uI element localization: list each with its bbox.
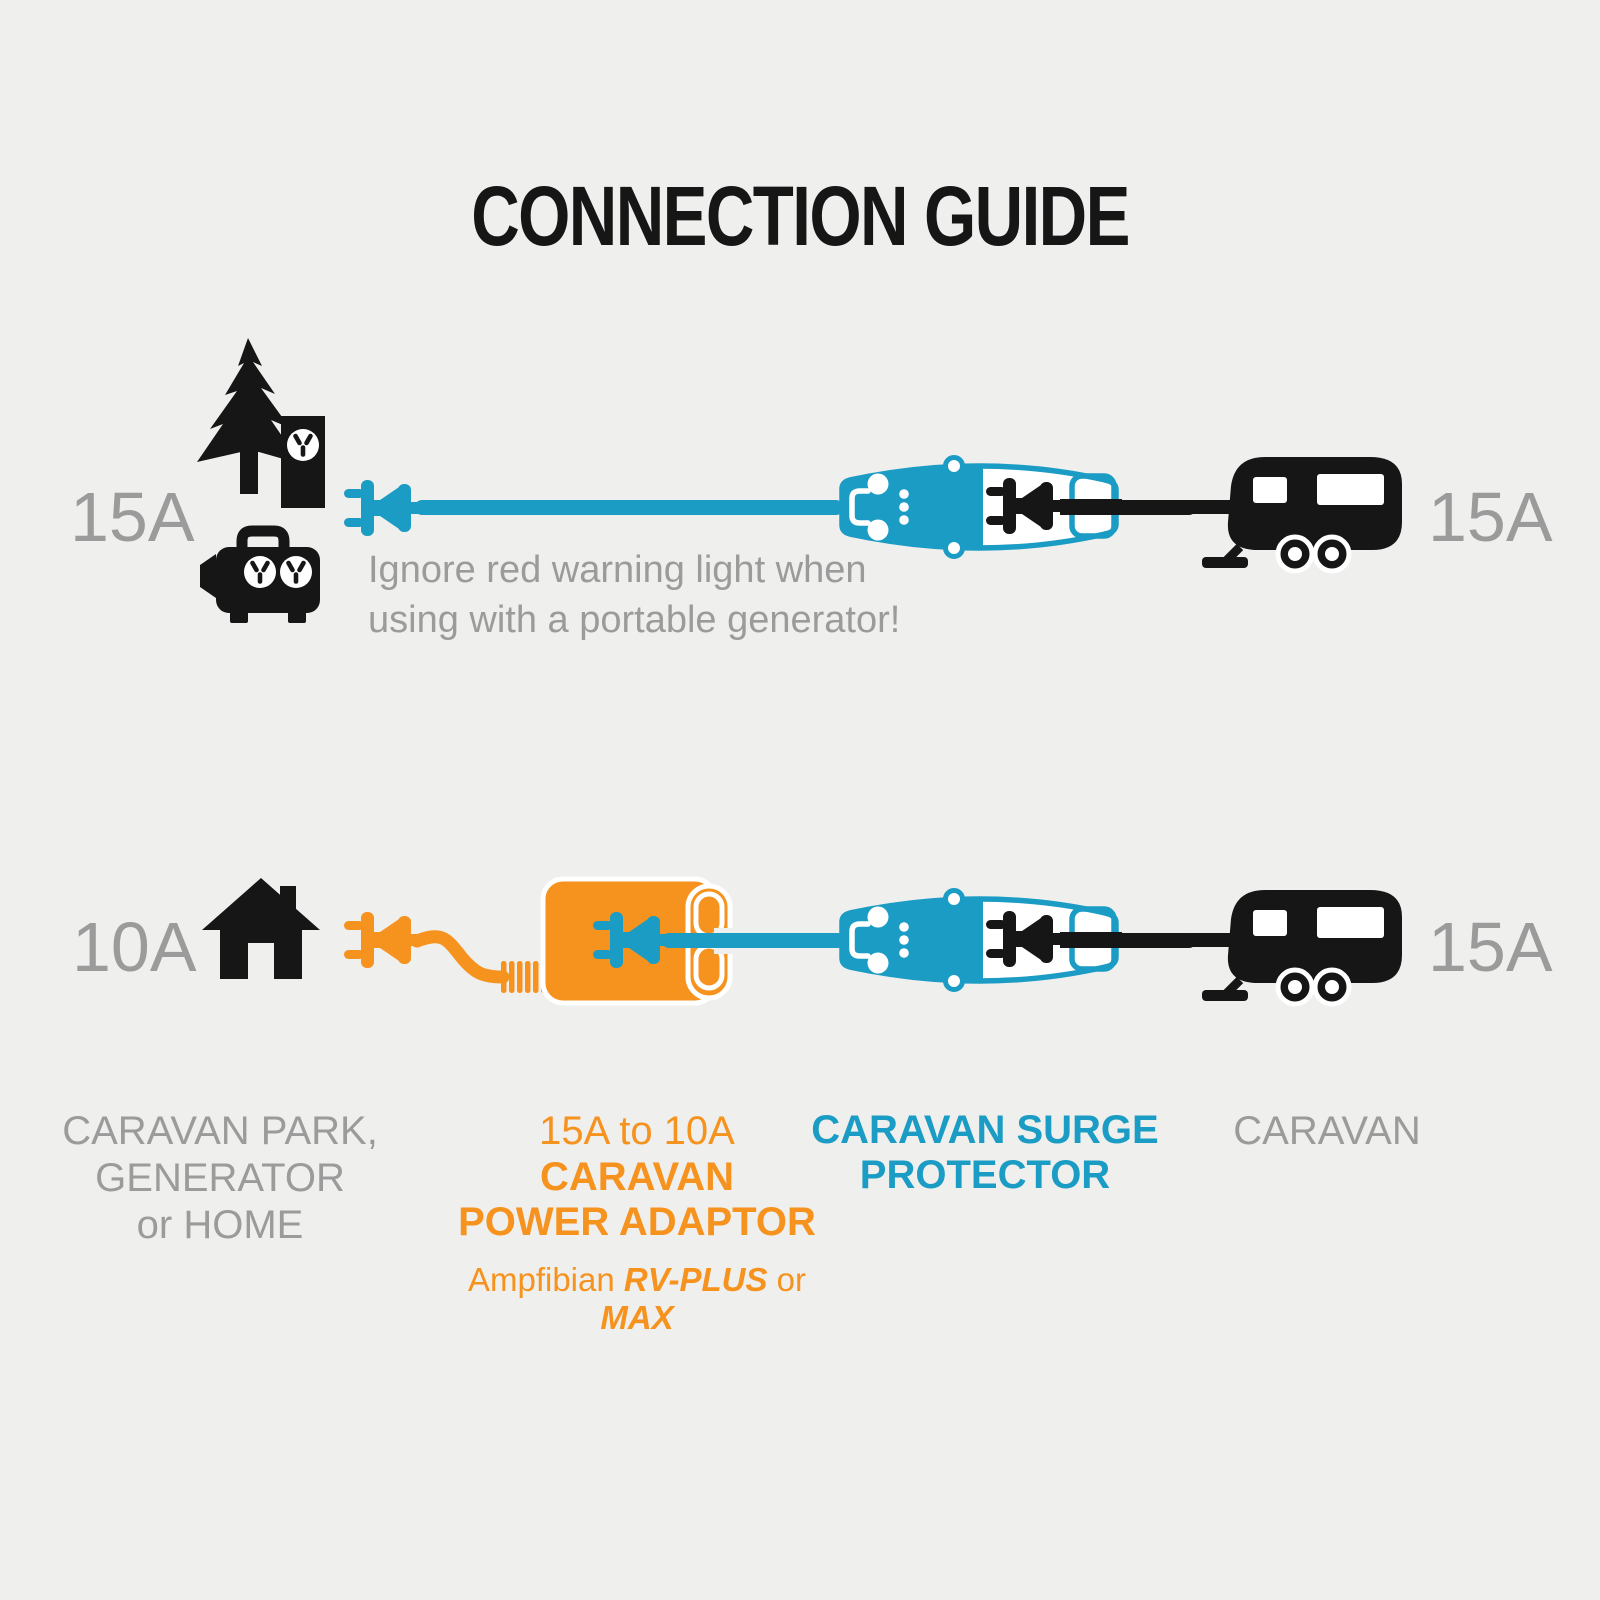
legend-adaptor-line2: CARAVAN	[539, 1155, 735, 1200]
note-line-1: Ignore red warning light when	[368, 549, 867, 591]
pine-tree-icon	[197, 338, 301, 494]
legend-surge-protector: CARAVAN SURGE PROTECTOR	[785, 1108, 1185, 1198]
legend-adaptor-line3: POWER ADAPTOR	[458, 1199, 816, 1244]
house-icon	[202, 878, 320, 979]
caravan-icon	[1190, 450, 1405, 575]
power-cable	[415, 500, 843, 515]
brand-or: or	[767, 1260, 807, 1298]
caravan-surge-protector-icon	[836, 461, 1122, 553]
row1-source-rating: 15A	[70, 478, 195, 556]
legend-source-line3: or HOME	[136, 1203, 304, 1248]
power-plug-icon	[344, 480, 420, 536]
caravan-surge-protector-icon	[836, 894, 1122, 986]
power-cable	[1114, 500, 1196, 515]
brand-model-max: MAX	[600, 1298, 674, 1336]
legend-source-line1: CARAVAN PARK,	[62, 1109, 378, 1153]
legend-source-line2: GENERATOR	[95, 1156, 345, 1201]
legend-protector-line1: CARAVAN SURGE	[811, 1108, 1159, 1152]
legend-power-adaptor: 15A to 10A CARAVAN POWER ADAPTOR Ampfibi…	[437, 1108, 837, 1337]
page-title: CONNECTION GUIDE	[471, 169, 1130, 263]
brand-prefix: Ampfibian	[467, 1260, 624, 1298]
power-plug-icon	[344, 912, 420, 968]
power-cable	[662, 933, 845, 948]
portable-generator-icon	[200, 525, 320, 623]
row2-caravan-rating: 15A	[1428, 908, 1553, 986]
legend-protector-line2: PROTECTOR	[859, 1152, 1111, 1197]
row1-caravan-rating: 15A	[1428, 478, 1553, 556]
coiled-cable-icon	[410, 930, 547, 993]
caravan-icon	[1190, 883, 1405, 1008]
note-line-2: using with a portable generator!	[368, 599, 901, 642]
legend-adaptor-line1: 15A to 10A	[539, 1109, 735, 1153]
legend-adaptor-brand: Ampfibian RV-PLUS or MAX	[437, 1261, 837, 1337]
power-cable	[1114, 933, 1196, 948]
power-pedestal-icon	[281, 416, 325, 508]
legend-caravan: CARAVAN	[1127, 1108, 1527, 1155]
legend-source: CARAVAN PARK, GENERATOR or HOME	[20, 1108, 420, 1250]
row2-source-rating: 10A	[72, 908, 197, 986]
brand-model-rv-plus: RV-PLUS	[623, 1260, 768, 1298]
legend-caravan-line1: CARAVAN	[1233, 1109, 1421, 1153]
generator-warning-note: Ignore red warning light when using with…	[368, 545, 900, 645]
